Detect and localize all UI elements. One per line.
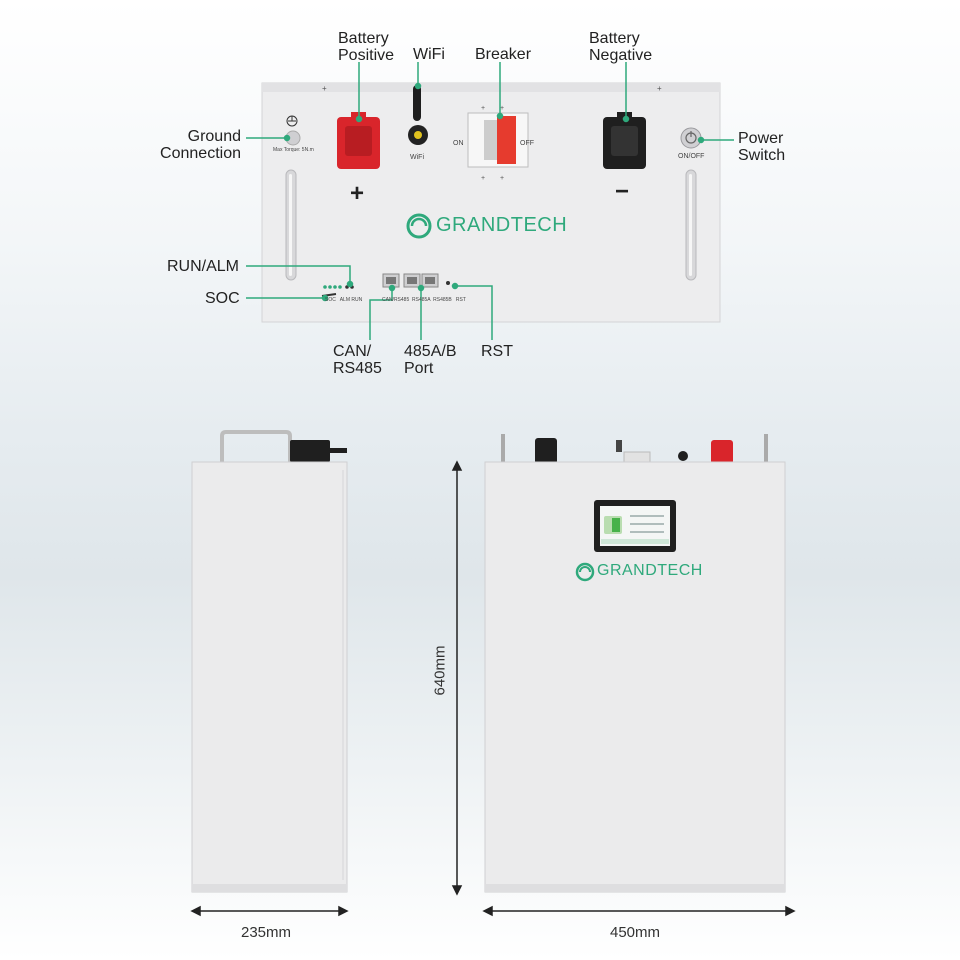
depth-dimension-label: 235mm	[241, 924, 292, 941]
wifi-callout: WiFi	[413, 46, 445, 63]
battery-negative-terminal	[603, 112, 646, 169]
can-rs485-callout: CAN/RS485	[333, 343, 382, 377]
comm-ports	[382, 273, 450, 288]
breaker-switch: + + + +	[467, 105, 529, 182]
wifi-antenna-icon	[408, 85, 428, 145]
callout-leaders	[246, 62, 734, 340]
led-labels: SOC ALM RUN	[325, 297, 363, 303]
height-dimension-label: 640mm	[431, 645, 449, 696]
svg-text:+: +	[657, 84, 662, 93]
dimension-arrows	[190, 460, 796, 917]
soc-callout: SOC	[205, 290, 240, 307]
breaker-off-label: OFF	[520, 140, 534, 147]
run-alm-callout: RUN/ALM	[167, 258, 240, 275]
power-button-icon	[680, 127, 702, 149]
breaker-on-label: ON	[453, 140, 464, 147]
panel-brand-name: GRANDTECH	[436, 214, 568, 236]
svg-text:+: +	[481, 105, 485, 112]
dimension-views	[190, 430, 796, 917]
width-dimension-label: 450mm	[610, 924, 661, 941]
front-view	[484, 434, 786, 893]
on-off-label: ON/OFF	[678, 153, 705, 160]
side-view	[191, 430, 348, 893]
max-torque-label: Max Torque: 5N.m	[273, 147, 314, 153]
plus-sign: +	[350, 180, 365, 207]
front-brand-name: GRANDTECH	[597, 562, 703, 579]
svg-text:+: +	[500, 105, 504, 112]
svg-text:+: +	[481, 175, 485, 182]
breaker-callout: Breaker	[475, 46, 532, 63]
minus-sign: −	[615, 178, 630, 205]
port-labels: CAN/RS485 RS485A RS485B RST	[382, 297, 466, 303]
ground-symbol-icon	[286, 115, 298, 127]
rst-callout: RST	[481, 343, 513, 360]
wifi-small-label: WiFi	[410, 154, 424, 161]
grandtech-logo-icon	[406, 213, 432, 239]
front-panel-diagram: + + + + + +	[246, 62, 734, 340]
svg-text:+: +	[500, 175, 504, 182]
svg-text:+: +	[322, 84, 327, 93]
